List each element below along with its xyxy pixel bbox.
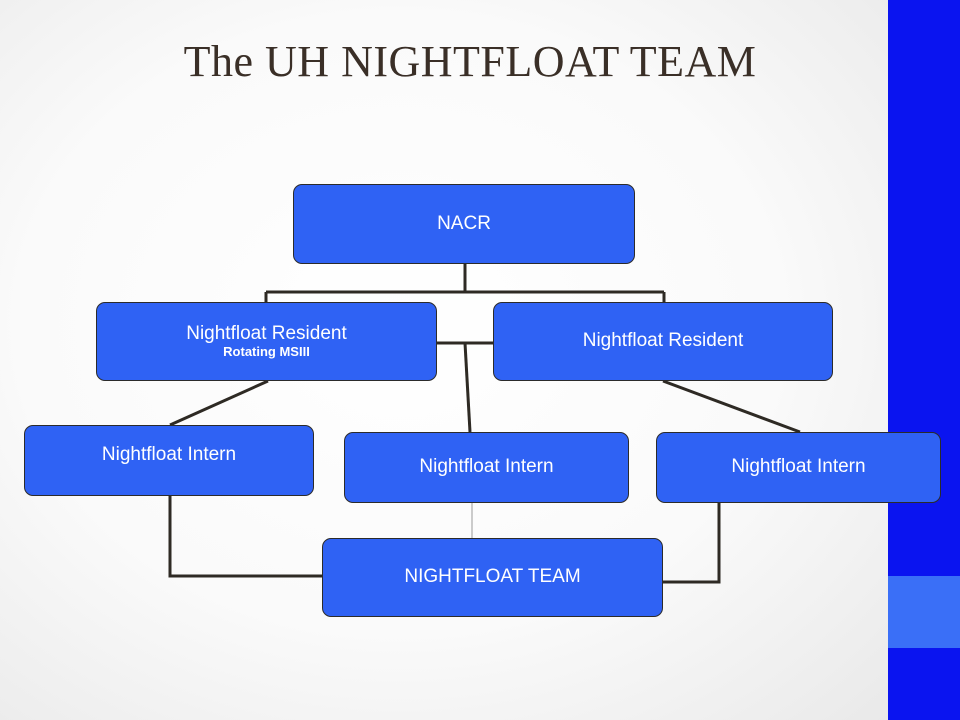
slide-title: The UH NIGHTFLOAT TEAM [183, 37, 757, 86]
nightfloat-team-label: NIGHTFLOAT TEAM [404, 566, 581, 588]
connector-center-intern [463, 342, 472, 433]
intern-right-label: Nightfloat Intern [731, 456, 866, 478]
intern-left-node: Nightfloat Intern [24, 425, 314, 496]
connector-left-intern-team [168, 496, 322, 578]
resident-left-node: Nightfloat Resident Rotating MSIII [96, 302, 437, 381]
connector-right-intern-team [663, 503, 721, 584]
intern-left-label: Nightfloat Intern [101, 444, 237, 466]
resident-right-label: Nightfloat Resident [582, 330, 744, 352]
connector-left-intern [169, 379, 269, 427]
side-color-accent [888, 576, 960, 648]
nightfloat-team-node: NIGHTFLOAT TEAM [322, 538, 663, 617]
resident-right-node: Nightfloat Resident [493, 302, 833, 381]
nacr-node: NACR [293, 184, 635, 264]
resident-left-label: Nightfloat Resident [186, 322, 347, 344]
nacr-label: NACR [437, 212, 491, 234]
intern-center-label: Nightfloat Intern [419, 456, 554, 478]
connector-right-intern [662, 379, 801, 434]
intern-center-node: Nightfloat Intern [344, 432, 629, 503]
resident-left-sublabel: Rotating MSIII [223, 343, 310, 359]
intern-right-node: Nightfloat Intern [656, 432, 941, 503]
